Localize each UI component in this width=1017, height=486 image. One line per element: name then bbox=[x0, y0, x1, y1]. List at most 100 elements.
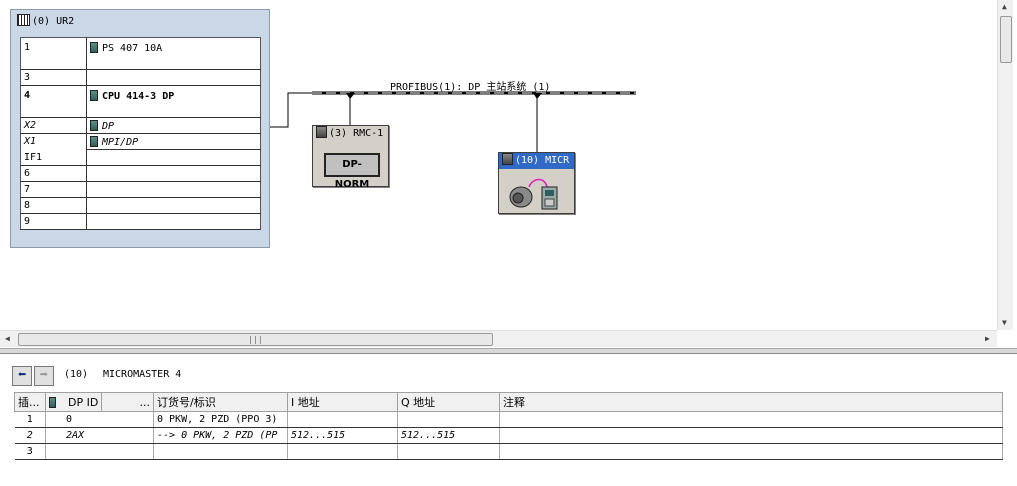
rack-slot-row[interactable]: 1 PS 407 10A bbox=[20, 37, 261, 70]
rack-module-cell: CPU 414-3 DP bbox=[86, 85, 261, 118]
header-slot[interactable]: 插... bbox=[14, 392, 46, 412]
rack-slot-number: 1 bbox=[20, 37, 87, 70]
profibus-network bbox=[270, 91, 636, 152]
module-icon bbox=[90, 90, 98, 101]
cell-comment bbox=[499, 411, 1003, 428]
scroll-right-icon[interactable]: ▶ bbox=[985, 334, 990, 343]
horizontal-scroll-thumb[interactable]: ||| bbox=[18, 333, 493, 346]
scroll-down-icon[interactable]: ▼ bbox=[1002, 318, 1007, 327]
rmc-device-title: (3) RMC-1 bbox=[313, 126, 388, 142]
rack-slot-number: 8 bbox=[20, 197, 87, 214]
dp-slave-icon bbox=[502, 153, 513, 165]
rack-slot-row[interactable]: IF1 bbox=[20, 149, 261, 166]
rack-module-cell: MPI/DP bbox=[86, 133, 261, 150]
scroll-up-icon[interactable]: ▲ bbox=[1002, 2, 1007, 11]
header-q-address[interactable]: Q 地址 bbox=[397, 392, 500, 412]
bus-label: PROFIBUS(1): DP 主站系统 (1) bbox=[390, 82, 551, 93]
header-dp-id[interactable]: DP ID bbox=[45, 392, 102, 412]
rack-slot-row[interactable]: X2 DP bbox=[20, 117, 261, 134]
rmc-device[interactable]: (3) RMC-1 DP-NORM bbox=[312, 125, 389, 190]
cell-q-address: 512...515 bbox=[397, 427, 500, 444]
rack-module-name: DP bbox=[102, 120, 115, 132]
rack-slot-row[interactable]: 4 CPU 414-3 DP bbox=[20, 85, 261, 118]
cell-dp-id bbox=[45, 443, 102, 460]
station-name: MICROMASTER 4 bbox=[103, 369, 182, 380]
rack-slot-row[interactable]: X1 MPI/DP bbox=[20, 133, 261, 150]
rack-slot-row[interactable]: 7 bbox=[20, 181, 261, 198]
rack-slot-row[interactable]: 8 bbox=[20, 197, 261, 214]
header-i-address[interactable]: I 地址 bbox=[287, 392, 398, 412]
rack-module-name: MPI/DP bbox=[102, 136, 139, 148]
cell-dp-id: 0 bbox=[45, 411, 102, 428]
cell-slot: 2 bbox=[14, 427, 46, 444]
vertical-scroll-thumb[interactable] bbox=[1000, 16, 1012, 63]
module-icon bbox=[90, 119, 98, 131]
cell-comment bbox=[499, 443, 1003, 460]
rack-module-name: CPU 414-3 DP bbox=[102, 91, 175, 102]
rack-slot-number: 3 bbox=[20, 69, 87, 86]
module-icon bbox=[49, 396, 56, 408]
rack-slot-number: 4 bbox=[20, 85, 87, 118]
header-comment[interactable]: 注释 bbox=[499, 392, 1003, 412]
cell-order-number: --> 0 PKW, 2 PZD (PP bbox=[153, 427, 288, 444]
back-arrow-icon[interactable]: ⬅ bbox=[12, 366, 32, 386]
cell-order-number bbox=[153, 443, 288, 460]
table-row[interactable]: 3 bbox=[14, 443, 1003, 460]
rack-slot-number: 7 bbox=[20, 181, 87, 198]
header-more[interactable]: ... bbox=[101, 392, 154, 412]
rack-slot-row[interactable]: 6 bbox=[20, 165, 261, 182]
forward-arrow-icon[interactable]: ➡ bbox=[34, 366, 54, 386]
cell-blank bbox=[101, 427, 154, 444]
cell-blank bbox=[101, 443, 154, 460]
rack-title: (0) UR2 bbox=[17, 14, 74, 30]
module-icon bbox=[90, 135, 98, 147]
cell-comment bbox=[499, 427, 1003, 444]
table-header-row: 插... DP ID ... 订货号/标识 I 地址 Q 地址 注释 bbox=[14, 392, 1003, 412]
cell-q-address bbox=[397, 411, 500, 428]
rack-module-cell bbox=[86, 149, 261, 166]
rack-slot-row[interactable]: 3 bbox=[20, 69, 261, 86]
rack-module-cell bbox=[86, 181, 261, 198]
rack-slot-number: IF1 bbox=[20, 149, 87, 166]
vertical-scrollbar[interactable]: ▲ ▼ bbox=[997, 0, 1013, 330]
detail-pane: ⬅ ➡ (10) MICROMASTER 4 插... DP ID ... 订货… bbox=[0, 354, 1017, 486]
cell-i-address bbox=[287, 411, 398, 428]
rack-slot-row[interactable]: 9 bbox=[20, 213, 261, 230]
rack-slot-number: 9 bbox=[20, 213, 87, 230]
rack-module-cell bbox=[86, 197, 261, 214]
cell-dp-id: 2AX bbox=[45, 427, 102, 444]
cell-i-address bbox=[287, 443, 398, 460]
rack-module-cell bbox=[86, 213, 261, 230]
rack-module-cell: PS 407 10A bbox=[86, 37, 261, 70]
cell-slot: 1 bbox=[14, 411, 46, 428]
cell-slot: 3 bbox=[14, 443, 46, 460]
pane-splitter[interactable] bbox=[0, 348, 1017, 354]
station-number: (10) bbox=[64, 369, 89, 380]
rack-icon bbox=[17, 14, 30, 26]
scroll-left-icon[interactable]: ◀ bbox=[5, 334, 10, 343]
header-order-number[interactable]: 订货号/标识 bbox=[153, 392, 288, 412]
module-icon bbox=[90, 42, 98, 53]
micromaster-device-title: (10) MICR bbox=[499, 153, 574, 169]
cell-i-address: 512...515 bbox=[287, 427, 398, 444]
rack-slot-number: X1 bbox=[20, 133, 87, 150]
rack-slot-number: X2 bbox=[20, 117, 87, 134]
dp-norm-label: DP-NORM bbox=[324, 153, 380, 190]
hardware-config-canvas[interactable]: PROFIBUS(1): DP 主站系统 (1) (0) UR2 1 PS 407… bbox=[0, 0, 997, 330]
dp-slave-icon bbox=[316, 126, 327, 138]
cell-blank bbox=[101, 411, 154, 428]
horizontal-scrollbar[interactable]: ◀ ||| ▶ bbox=[0, 330, 997, 347]
cell-q-address bbox=[397, 443, 500, 460]
cell-order-number: 0 PKW, 2 PZD (PPO 3) bbox=[153, 411, 288, 428]
micromaster-device[interactable]: (10) MICR bbox=[498, 152, 575, 214]
rack-module-cell bbox=[86, 165, 261, 182]
rack-module-name: PS 407 10A bbox=[102, 43, 163, 54]
rack-module-cell: DP bbox=[86, 117, 261, 134]
rack-slot-number: 6 bbox=[20, 165, 87, 182]
drive-motor-icon bbox=[509, 178, 558, 210]
